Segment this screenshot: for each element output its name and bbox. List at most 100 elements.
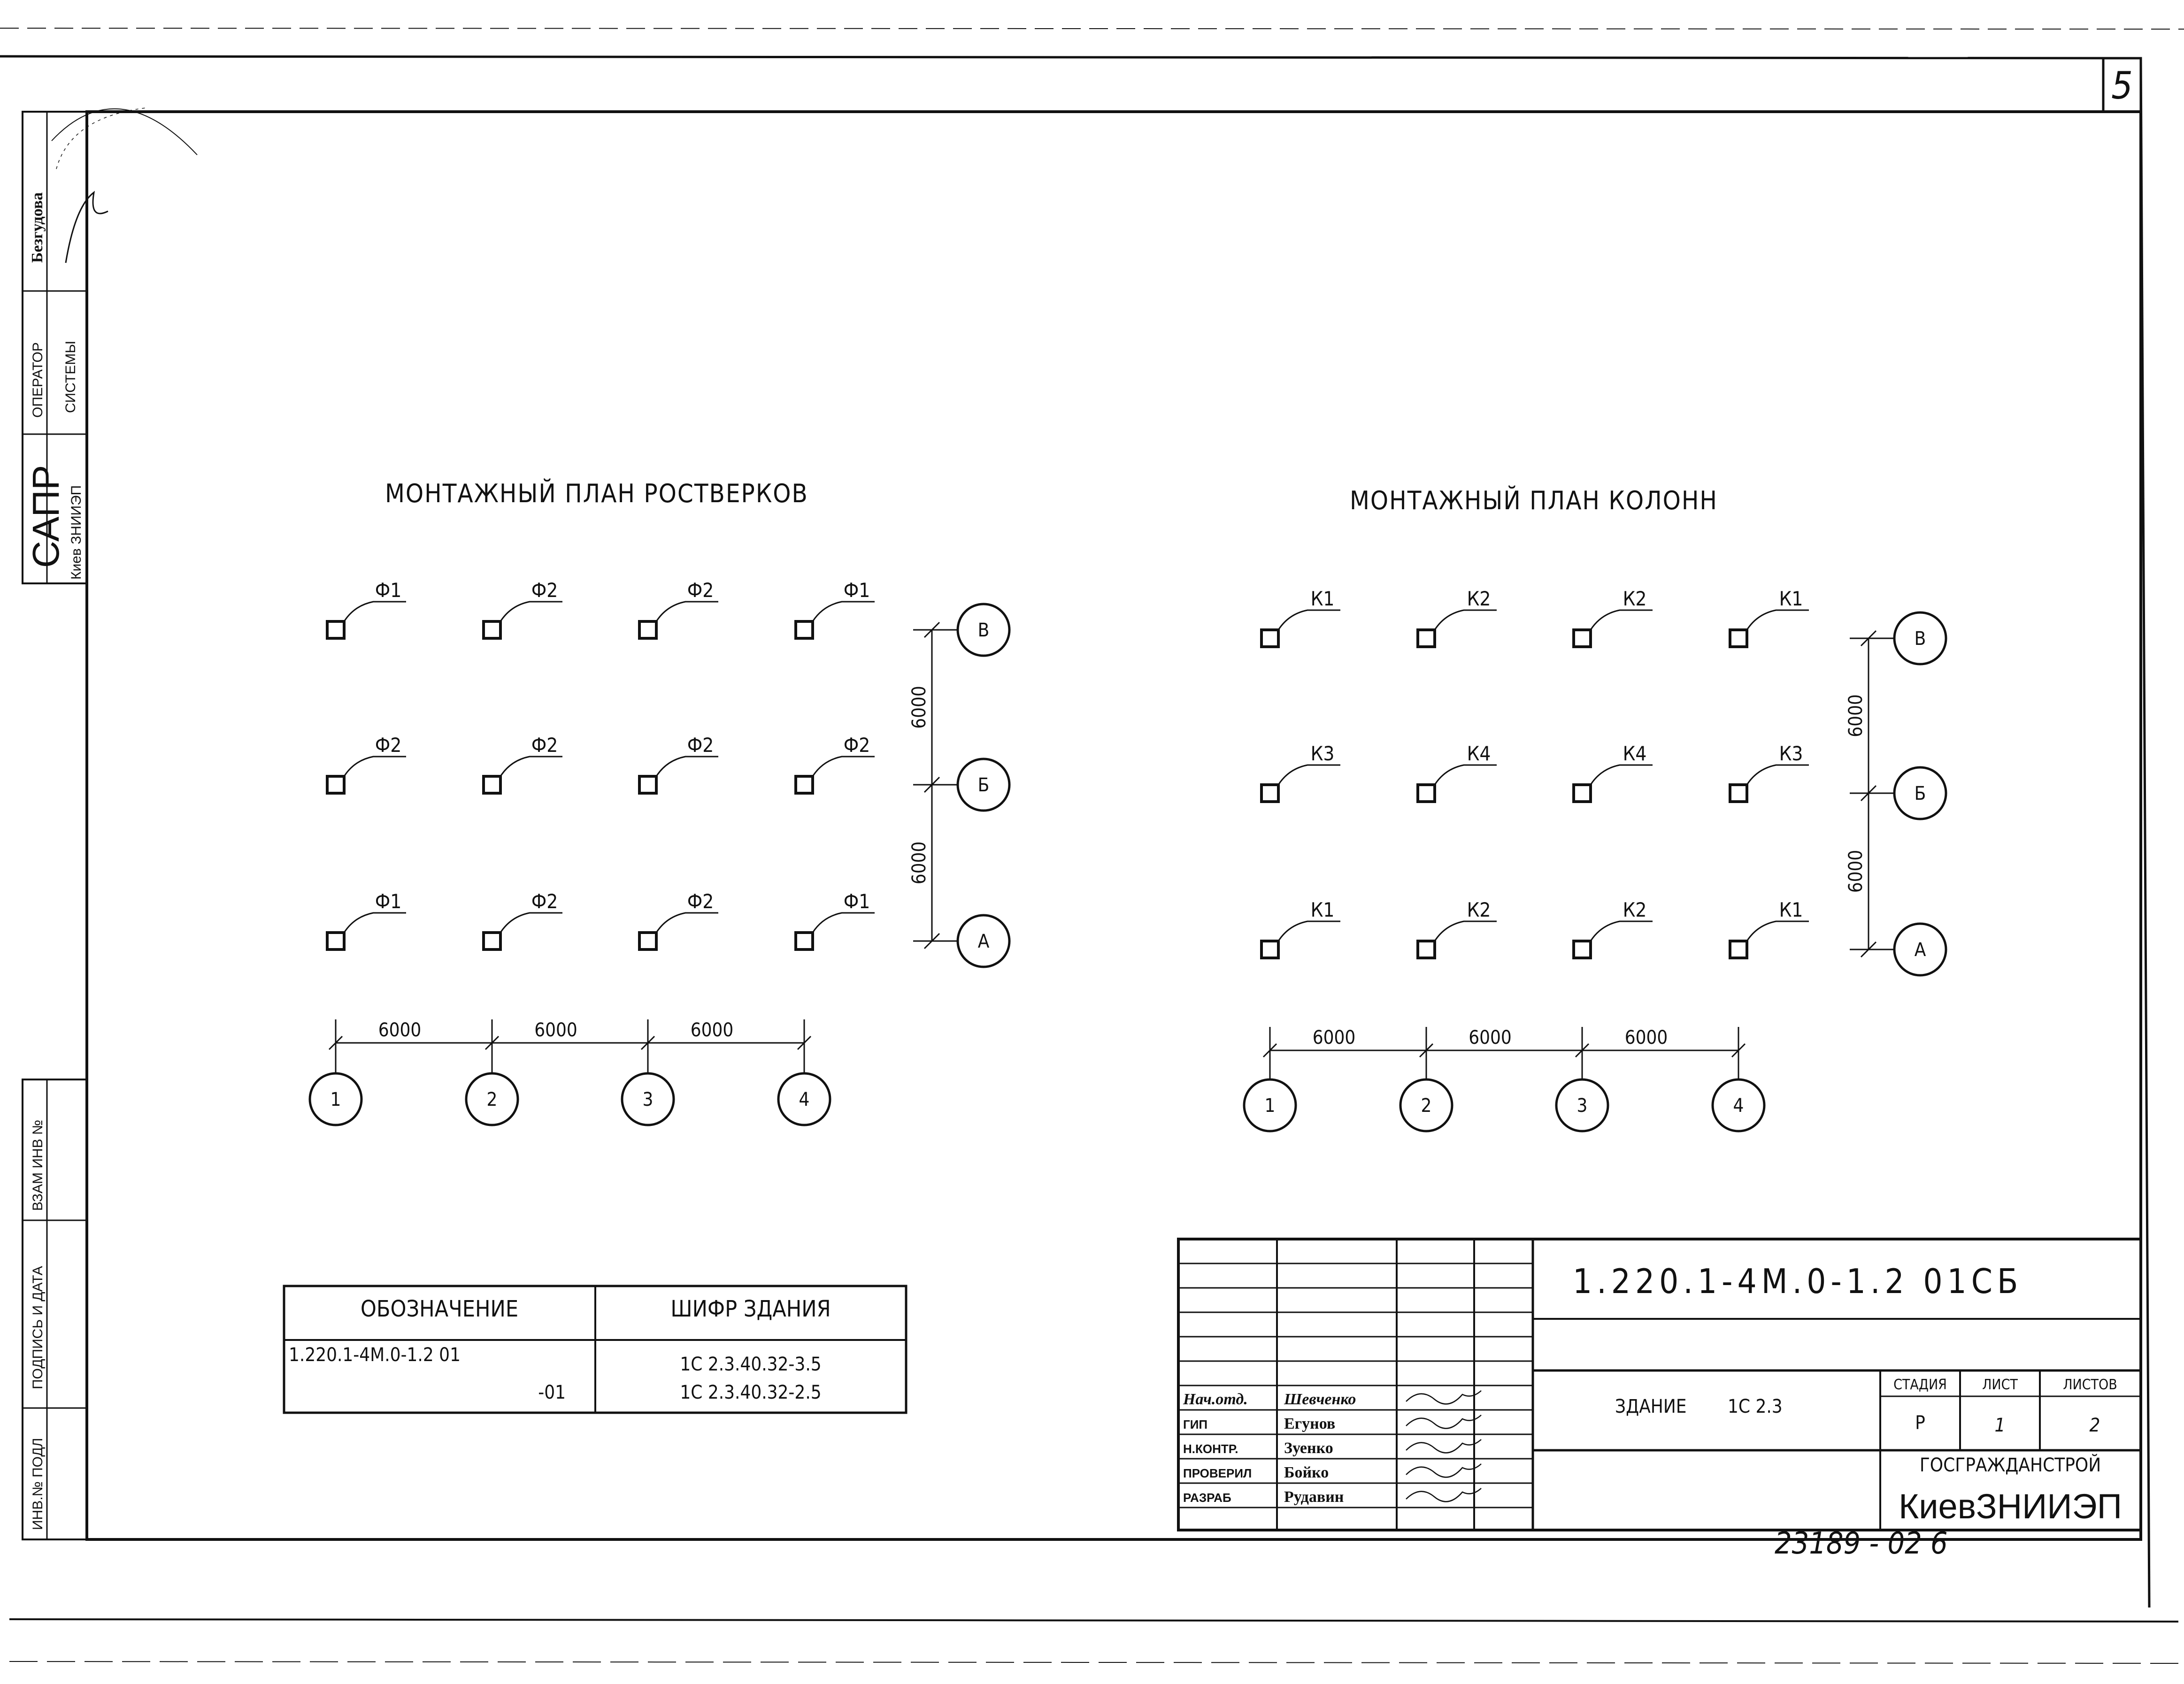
column-axis-label: 1 xyxy=(1265,1095,1276,1117)
sheet-frame xyxy=(0,28,2184,1664)
seal-stamp xyxy=(51,107,198,263)
row-axis-bubble xyxy=(1893,922,1947,977)
span-label: 6000 xyxy=(1625,1027,1668,1049)
document-code: 1.220.1-4М.0-1.2 01СБ xyxy=(1573,1262,2023,1301)
element-marker xyxy=(638,775,658,795)
signature-role: Нач.отд. xyxy=(1183,1391,1248,1408)
element-mark-label: К2 xyxy=(1623,898,1647,921)
building-code: 1С 2.3 xyxy=(1728,1396,1783,1417)
row-axis-bubble xyxy=(956,758,1011,812)
org-top: ГОСГРАЖДАНСТРОЙ xyxy=(1920,1454,2101,1476)
signature-name: Бойко xyxy=(1284,1464,1329,1481)
row-axis-bubble xyxy=(1893,766,1947,820)
handwritten-signature xyxy=(1406,1463,1482,1478)
column-axis-bubble xyxy=(777,1072,831,1126)
dimension-tick xyxy=(484,1035,500,1050)
table-cell-code-2: 1С 2.3.40.32-2.5 xyxy=(680,1382,821,1403)
designation-table xyxy=(283,1285,907,1414)
row-axis-label: Б xyxy=(1915,783,1926,804)
leader-line xyxy=(812,756,875,777)
leader-line xyxy=(1590,609,1653,630)
page-number: 5 xyxy=(2111,64,2133,107)
table-cell-designation-2: -01 xyxy=(538,1382,566,1403)
element-marker xyxy=(1572,628,1592,648)
row-span-label: 6000 xyxy=(1845,850,1867,893)
leader-line xyxy=(1746,764,1809,785)
signature-role: Н.КОНТР. xyxy=(1183,1442,1238,1456)
handwritten-signature xyxy=(1406,1439,1482,1454)
element-marker xyxy=(482,620,502,640)
dimension-tick xyxy=(797,1035,812,1050)
leader-line xyxy=(655,756,718,777)
element-marker xyxy=(326,931,346,951)
leader-line xyxy=(1590,920,1653,942)
element-marker xyxy=(1416,783,1436,803)
element-marker xyxy=(1416,940,1436,959)
leader-line xyxy=(1434,764,1497,785)
leader-line xyxy=(343,756,406,777)
element-mark-label: К1 xyxy=(1311,898,1335,921)
sapr-label: САПР xyxy=(25,465,67,568)
element-marker xyxy=(1416,628,1436,648)
handwritten-signature xyxy=(1406,1488,1482,1502)
row-axis-label: Б xyxy=(978,774,990,796)
element-mark-label: Ф1 xyxy=(375,890,402,913)
leader-line xyxy=(500,756,562,777)
leader-line xyxy=(1277,609,1340,630)
element-mark-label: К4 xyxy=(1623,742,1647,765)
element-mark-label: К1 xyxy=(1311,587,1335,610)
span-label: 6000 xyxy=(691,1019,734,1041)
element-mark-label: К2 xyxy=(1623,587,1647,610)
table-cell-designation-1: 1.220.1-4М.0-1.2 01 xyxy=(289,1344,461,1366)
signature-role: ПРОВЕРИЛ xyxy=(1183,1466,1252,1480)
row-axis-bubble xyxy=(956,914,1011,968)
leader-line xyxy=(500,912,562,933)
element-marker xyxy=(1260,783,1280,803)
element-mark-label: Ф1 xyxy=(844,579,870,602)
operator-label-2: СИСТЕМЫ xyxy=(63,341,78,413)
row-axis-label: В xyxy=(1915,628,1926,650)
column-axis-bubble xyxy=(1399,1078,1453,1133)
element-mark-label: Ф2 xyxy=(687,579,714,602)
element-marker xyxy=(794,620,814,640)
element-mark-label: Ф2 xyxy=(531,890,558,913)
dimension-tick xyxy=(640,1035,655,1050)
element-mark-label: Ф2 xyxy=(687,890,714,913)
column-axis-label: 4 xyxy=(1733,1095,1744,1117)
leader-line xyxy=(1434,920,1497,942)
element-marker xyxy=(638,931,658,951)
element-mark-label: Ф2 xyxy=(531,734,558,757)
dimension-tick xyxy=(1419,1043,1434,1058)
dimension-tick xyxy=(328,1035,343,1050)
element-marker xyxy=(1260,628,1280,648)
element-mark-label: Ф2 xyxy=(844,734,870,757)
element-marker xyxy=(794,775,814,795)
column-axis-label: 2 xyxy=(487,1089,498,1110)
vzam-inv-label: ВЗАМ ИНВ № xyxy=(30,1120,46,1211)
title-block xyxy=(1177,1238,2142,1531)
table-header-code: ШИФР ЗДАНИЯ xyxy=(670,1296,831,1322)
table-header-designation: ОБОЗНАЧЕНИЕ xyxy=(361,1296,518,1322)
row-axis-label: А xyxy=(1915,939,1926,961)
element-mark-label: К1 xyxy=(1779,587,1803,610)
element-marker xyxy=(482,775,502,795)
signature-name: Шевченко xyxy=(1284,1391,1356,1408)
column-axis-label: 1 xyxy=(331,1089,341,1110)
column-axis-label: 4 xyxy=(799,1089,810,1110)
dimension-tick xyxy=(1262,1043,1277,1058)
element-mark-label: К2 xyxy=(1467,898,1491,921)
podpis-data-label: ПОДПИСЬ И ДАТА xyxy=(30,1266,46,1389)
element-mark-label: Ф2 xyxy=(375,734,402,757)
operator-name: Безгудова xyxy=(29,192,46,263)
leader-line xyxy=(1590,764,1653,785)
element-marker xyxy=(1729,940,1748,959)
element-mark-label: К2 xyxy=(1467,587,1491,610)
handwritten-signature xyxy=(1406,1390,1482,1405)
signature-name: Зуенко xyxy=(1284,1439,1333,1457)
row-span-label: 6000 xyxy=(908,686,930,729)
element-marker xyxy=(326,775,346,795)
leader-line xyxy=(500,601,562,622)
element-mark-label: Ф2 xyxy=(687,734,714,757)
